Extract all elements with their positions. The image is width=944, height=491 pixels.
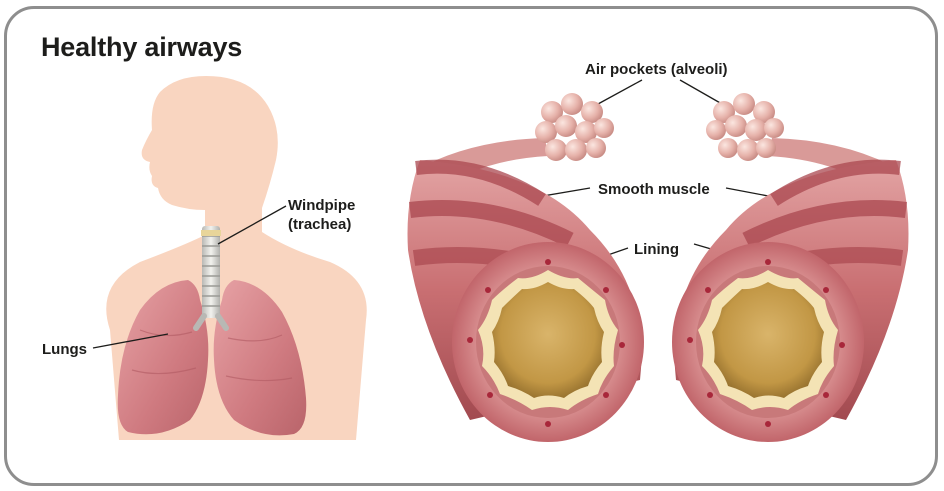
lining-label: Lining [634,240,679,259]
diagram-title: Healthy airways [41,32,242,63]
alveoli-left [535,93,614,161]
windpipe-label-line1: Windpipe [288,196,355,215]
smooth-muscle-label: Smooth muscle [598,180,710,199]
alveoli-leader-right [680,80,722,104]
alveoli-label: Air pockets (alveoli) [585,60,728,79]
windpipe-label-line2: (trachea) [288,215,355,234]
alveoli-right [706,93,784,161]
alveoli-leader-left [598,80,642,104]
lungs-label: Lungs [42,340,87,359]
windpipe-label: Windpipe (trachea) [288,196,355,234]
